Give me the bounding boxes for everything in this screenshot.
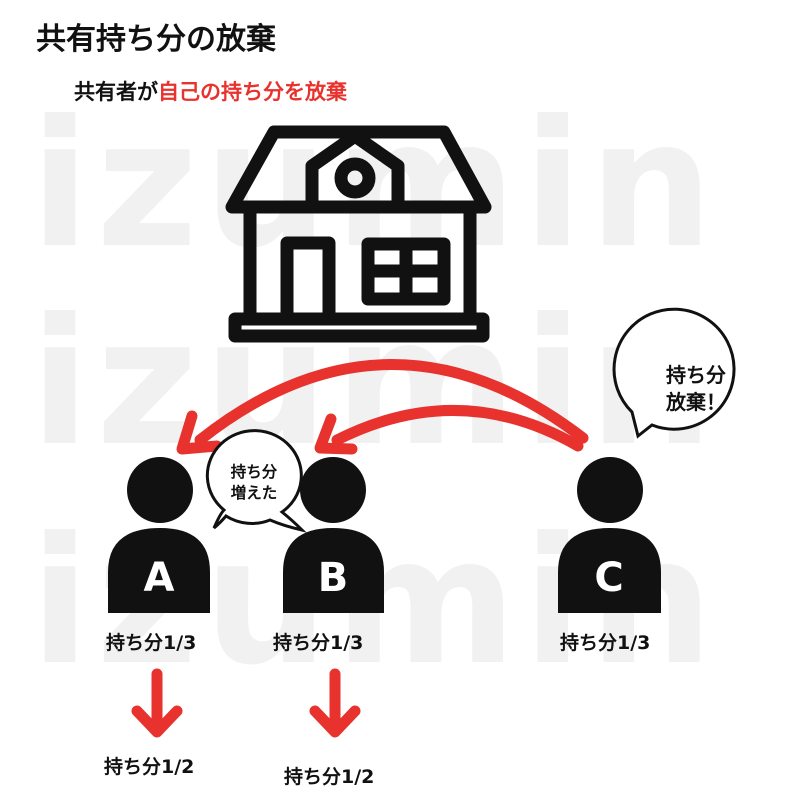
page-title: 共有持ち分の放棄 <box>36 22 276 57</box>
arrow-a-head <box>176 410 223 455</box>
bubble-c-line2: 放棄！ <box>666 390 726 414</box>
person-a-share: 持ち分1/3 <box>106 632 197 654</box>
speech-bubble-ab <box>205 429 307 533</box>
bubble-ab-line1: 持ち分 <box>230 463 278 481</box>
down-arrow-a <box>131 668 183 738</box>
bubble-ab-text: 持ち分 増えた <box>206 462 302 504</box>
person-c-letter: C <box>594 555 623 601</box>
speech-bubble-c <box>612 307 736 439</box>
person-a-letter: A <box>144 555 175 601</box>
transfer-arrows <box>176 359 589 455</box>
bubble-ab-line2: 増えた <box>230 483 278 502</box>
person-b-new-share: 持ち分1/2 <box>284 766 375 788</box>
arrow-c-to-a <box>194 359 589 446</box>
subtitle: 共有者が自己の持ち分を放棄 <box>74 76 347 106</box>
bubble-c-line1: 持ち分 <box>666 363 726 387</box>
person-a-new-share: 持ち分1/2 <box>104 756 195 778</box>
arrow-c-to-b <box>331 404 584 452</box>
person-c-icon <box>558 457 661 613</box>
person-b-letter: B <box>318 555 349 601</box>
person-a-icon <box>108 457 210 613</box>
down-arrows <box>131 668 361 738</box>
person-b-share: 持ち分1/3 <box>273 632 364 654</box>
down-arrow-b <box>309 668 361 738</box>
subtitle-highlight: 自己の持ち分を放棄 <box>158 80 347 104</box>
arrow-b-head <box>314 413 358 455</box>
person-c-share: 持ち分1/3 <box>560 632 651 654</box>
subtitle-prefix: 共有者が <box>74 80 158 104</box>
person-b-icon <box>283 457 384 613</box>
house-icon <box>225 125 492 343</box>
bubble-c-text: 持ち分 放棄！ <box>646 362 746 416</box>
